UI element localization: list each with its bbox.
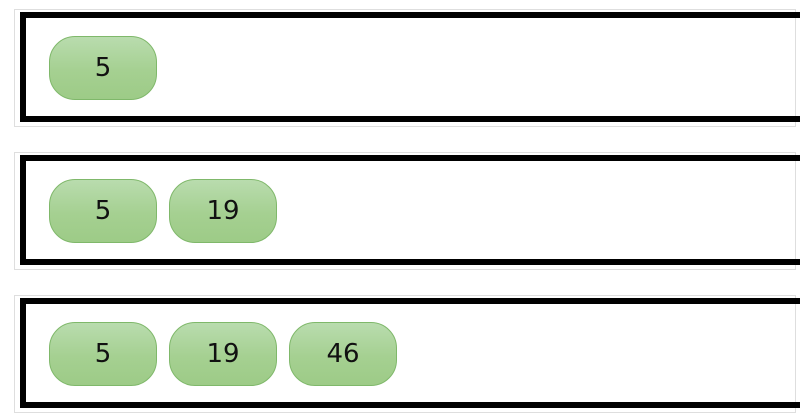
value-pill[interactable]: 19: [169, 179, 277, 243]
value-pill[interactable]: 5: [49, 36, 157, 100]
value-pill[interactable]: 19: [169, 322, 277, 386]
value-pill[interactable]: 5: [49, 179, 157, 243]
pill-row: 5 19: [49, 179, 277, 243]
array-bracket: [20, 155, 800, 265]
array-panel-3: 5 19 46: [14, 295, 800, 413]
array-bracket: [20, 298, 800, 408]
array-bracket: [20, 12, 800, 122]
pill-row: 5 19 46: [49, 322, 397, 386]
value-pill[interactable]: 46: [289, 322, 397, 386]
array-panel-2: 5 19: [14, 152, 800, 270]
value-pill[interactable]: 5: [49, 322, 157, 386]
pill-row: 5: [49, 36, 157, 100]
array-panel-1: 5: [14, 9, 800, 127]
